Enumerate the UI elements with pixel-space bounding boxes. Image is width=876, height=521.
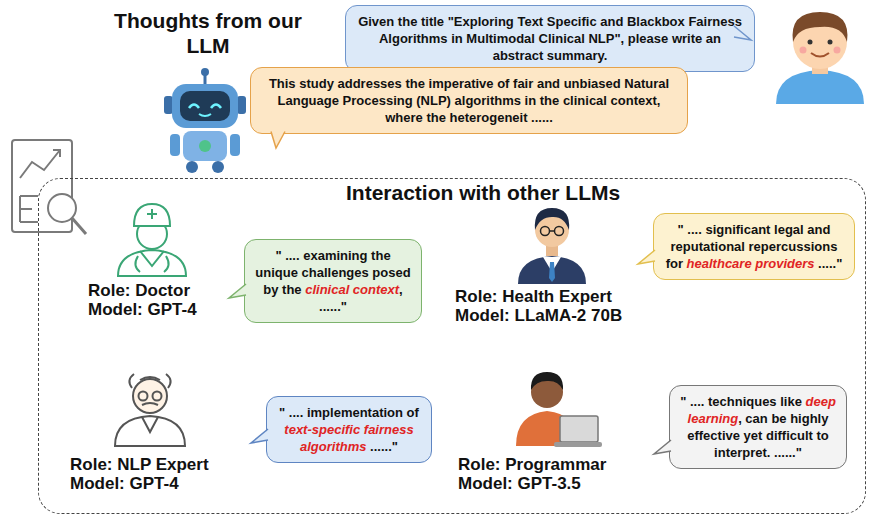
speech-bubble: " .... implementation of text-specific f… xyxy=(266,396,432,463)
health-expert-icon xyxy=(518,208,586,284)
bubble-text: " .... implementation of text-specific f… xyxy=(276,404,422,455)
bubble-tail-fill xyxy=(638,250,656,264)
bubble-tail-fill xyxy=(654,440,672,454)
region-heading: Interaction with other LLMs xyxy=(346,181,620,205)
bubble-tail-outline xyxy=(638,250,655,264)
bubble-tail-fill xyxy=(251,429,269,443)
bubble-tail-outline xyxy=(654,440,671,454)
bubble-text: " .... examining the unique challenges p… xyxy=(254,247,412,315)
figure-title: Thoughts from our LLM xyxy=(98,8,318,58)
speech-bubble: This study addresses the imperative of f… xyxy=(250,67,688,134)
highlight-text: healthcare providers xyxy=(687,256,815,271)
bubble-text-run: ......" xyxy=(367,439,398,454)
role-label: Role: NLP Expert xyxy=(70,455,209,474)
nlp-expert-icon xyxy=(115,374,185,446)
bubble-text-run: Given the title "Exploring Text Specific… xyxy=(358,14,742,63)
report-icon xyxy=(12,140,86,234)
bubble-tail-fill xyxy=(271,130,285,148)
role-label: Role: Programmar xyxy=(458,455,606,474)
bubble-text-run: " .... implementation of xyxy=(279,405,419,420)
bubble-tail-outline xyxy=(251,429,268,443)
bubble-tail-outline xyxy=(229,284,246,298)
role-label: Role: Doctor xyxy=(88,281,190,300)
bubble-tail-fill xyxy=(229,284,247,298)
role-label: Role: Health Expert xyxy=(455,287,612,306)
bubble-tail xyxy=(271,130,289,150)
role-label: Model: GPT-4 xyxy=(88,300,197,319)
highlight-text: clinical context xyxy=(305,282,399,297)
speech-bubble: Given the title "Exploring Text Specific… xyxy=(345,5,755,72)
bubble-tail xyxy=(638,250,658,266)
programmer-icon xyxy=(516,372,602,447)
speech-bubble: " .... significant legal and reputationa… xyxy=(653,213,855,280)
bubble-text: This study addresses the imperative of f… xyxy=(260,75,678,126)
dashed-region: Interaction with other LLMs " .... examin… xyxy=(38,178,866,514)
user-avatar xyxy=(776,12,864,104)
bubble-text-run: " .... techniques like xyxy=(680,394,805,409)
robot-icon xyxy=(164,68,246,173)
bubble-tail-outline xyxy=(271,132,285,149)
bubble-tail-outline xyxy=(734,26,751,40)
bubble-text: Given the title "Exploring Text Specific… xyxy=(355,13,745,64)
bubble-tail xyxy=(654,440,674,456)
bubble-text-run: Interaction with other LLMs xyxy=(346,181,620,204)
bubble-text-run: ....." xyxy=(815,256,843,271)
bubble-text-run: This study addresses the imperative of f… xyxy=(269,76,669,125)
speech-bubble: " .... techniques like deep learning, ca… xyxy=(669,385,847,469)
speech-bubble: " .... examining the unique challenges p… xyxy=(244,239,422,323)
bubble-text: " .... techniques like deep learning, ca… xyxy=(679,393,837,461)
doctor-icon xyxy=(118,204,186,276)
role-label: Model: GPT-3.5 xyxy=(458,474,581,493)
bubble-tail xyxy=(229,284,249,300)
bubble-tail-fill xyxy=(733,26,751,40)
role-label: Model: GPT-4 xyxy=(70,474,179,493)
role-label: Model: LLaMA-2 70B xyxy=(455,306,622,325)
bubble-text: " .... significant legal and reputationa… xyxy=(663,221,845,272)
bubble-tail xyxy=(251,429,271,445)
